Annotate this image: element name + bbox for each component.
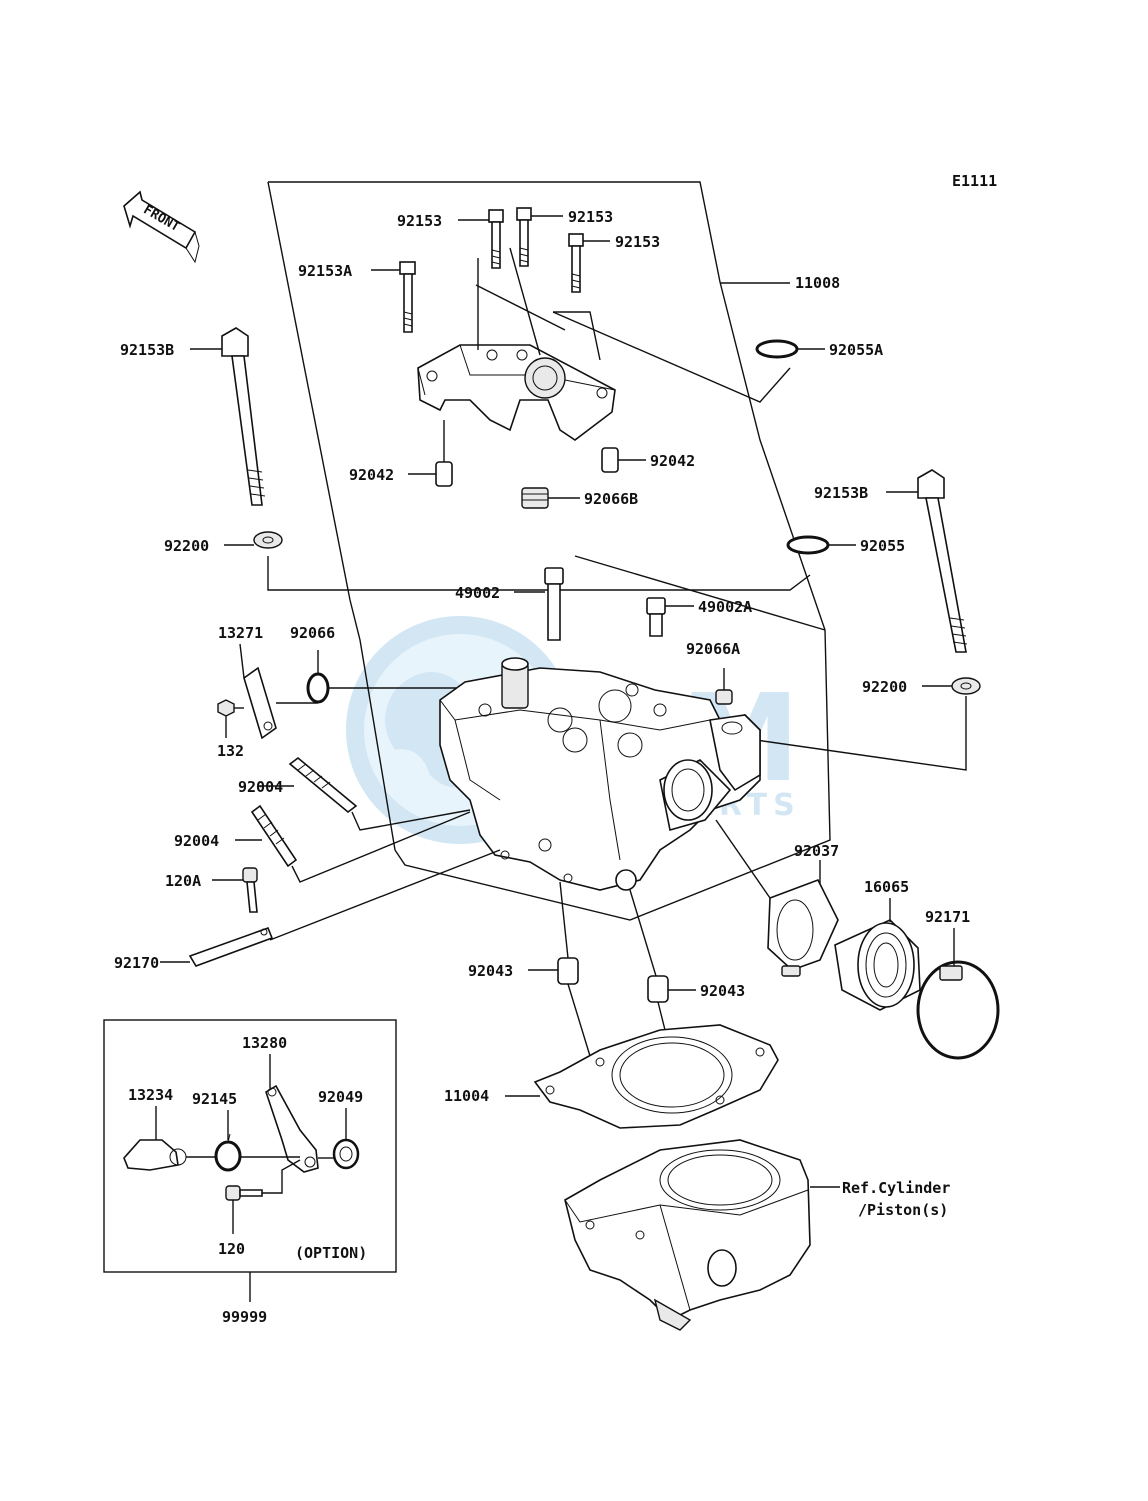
front-arrow-icon: FRONT	[123, 190, 200, 264]
label-120A: 120A	[165, 872, 201, 890]
label-option: (OPTION)	[295, 1244, 367, 1262]
label-92043-right: 92043	[700, 982, 745, 1000]
ref-cylinder-line2: /Piston(s)	[858, 1201, 948, 1219]
cylinder-ref	[564, 1139, 811, 1331]
intake-joint-16065	[834, 919, 921, 1011]
label-92200-left: 92200	[164, 537, 209, 555]
washer-92200-right	[951, 677, 981, 695]
label-92055A: 92055A	[829, 341, 883, 359]
label-120: 120	[218, 1240, 245, 1258]
label-92171: 92171	[925, 908, 970, 926]
label-92145: 92145	[192, 1090, 237, 1108]
oring-92066	[306, 672, 330, 704]
clamp-small-on-92037	[781, 965, 801, 977]
nut-132	[217, 699, 235, 717]
label-92153B-left: 92153B	[120, 341, 174, 359]
dowel-92043-right	[647, 975, 669, 1003]
label-13234: 13234	[128, 1086, 173, 1104]
dowel-92042-left	[435, 461, 453, 487]
dowel-92042-right	[601, 447, 619, 473]
stud-92004-a	[288, 756, 358, 814]
dowel-92043-left	[557, 957, 579, 985]
bolt-120	[225, 1185, 263, 1201]
bolt-92153-b	[516, 207, 532, 267]
bolt-92153-c	[568, 233, 584, 293]
valve-seal-92066B	[521, 487, 549, 509]
label-92153-b: 92153	[568, 208, 613, 226]
bolt-92153B-left	[221, 327, 266, 506]
label-92153-a: 92153	[397, 212, 442, 230]
clamp-92171	[916, 960, 1000, 1060]
oring-92055A	[755, 339, 799, 359]
oring-92037	[767, 878, 839, 971]
camshaft-cap	[417, 344, 616, 441]
label-16065: 16065	[864, 878, 909, 896]
bolt-92153A	[399, 261, 416, 333]
label-99999: 99999	[222, 1308, 267, 1326]
label-13280: 13280	[242, 1034, 287, 1052]
label-92043-left: 92043	[468, 962, 513, 980]
gasket-11004	[533, 1024, 779, 1129]
label-49002: 49002	[455, 584, 500, 602]
bolt-120A	[242, 867, 258, 913]
bolt-92153B-right	[917, 469, 968, 653]
spring-92145	[214, 1133, 242, 1172]
label-11004: 11004	[444, 1087, 489, 1105]
oring-92055	[786, 535, 830, 555]
label-92066: 92066	[290, 624, 335, 642]
label-92153A: 92153A	[298, 262, 352, 280]
label-92042-right: 92042	[650, 452, 695, 470]
bolt-92153-a	[488, 209, 504, 269]
clamp-92170	[188, 926, 274, 967]
assembly-frame-11008	[267, 181, 831, 921]
seal-92049	[332, 1138, 360, 1170]
sensor-13234	[123, 1139, 187, 1171]
label-92004-a: 92004	[238, 778, 283, 796]
valve-guide-49002	[544, 567, 564, 641]
label-92066B: 92066B	[584, 490, 638, 508]
label-92037: 92037	[794, 842, 839, 860]
label-92153B-right: 92153B	[814, 484, 868, 502]
label-92170: 92170	[114, 954, 159, 972]
lever-13280	[265, 1084, 319, 1173]
diagram-code: E1111	[952, 172, 997, 190]
stud-92004-b	[250, 804, 298, 868]
label-92153-c: 92153	[615, 233, 660, 251]
valve-guide-49002A	[646, 597, 666, 637]
label-92066A: 92066A	[686, 640, 740, 658]
plug-92066A	[715, 689, 733, 705]
ref-cylinder-line1: Ref.Cylinder	[842, 1179, 950, 1197]
label-13271: 13271	[218, 624, 263, 642]
label-92200-right: 92200	[862, 678, 907, 696]
label-92042-left: 92042	[349, 466, 394, 484]
label-11008: 11008	[795, 274, 840, 292]
label-49002A: 49002A	[698, 598, 752, 616]
cylinder-head	[439, 657, 761, 891]
label-92055: 92055	[860, 537, 905, 555]
plate-13271	[243, 666, 277, 740]
label-132: 132	[217, 742, 244, 760]
label-92049: 92049	[318, 1088, 363, 1106]
washer-92200-left	[253, 531, 283, 549]
label-92004-b: 92004	[174, 832, 219, 850]
